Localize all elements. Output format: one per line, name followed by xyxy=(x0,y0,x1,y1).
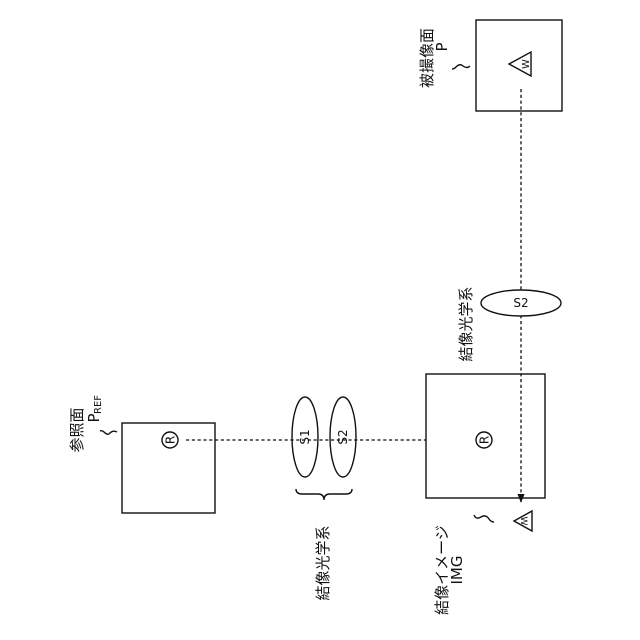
lens-s2-label: S2 xyxy=(336,429,350,444)
optical-system-brace xyxy=(296,489,352,500)
image-w-marker: W xyxy=(514,511,532,531)
rotated-figure: R 参照面 P REF S1 S2 結像光学系 R W 結像イメージ IMG W xyxy=(68,20,562,615)
svg-text:W: W xyxy=(518,517,528,526)
reference-r-label: R xyxy=(164,436,178,444)
reference-plane-label: 参照面 xyxy=(68,407,86,452)
object-plane-box xyxy=(476,20,562,111)
object-plane-label: 被撮像面 xyxy=(418,28,436,88)
image-r-label: R xyxy=(478,436,492,444)
image-leader-line xyxy=(474,515,494,522)
svg-text:W: W xyxy=(521,59,532,69)
image-symbol: IMG xyxy=(448,556,466,585)
object-symbol: P xyxy=(433,42,451,51)
optical-system-left-label: 結像光学系 xyxy=(314,525,332,600)
reference-leader-line xyxy=(100,431,117,435)
lens-s2-object-label: S2 xyxy=(513,296,528,310)
object-leader-line xyxy=(452,65,470,69)
optical-system-right-label: 結像光学系 xyxy=(457,286,475,361)
reference-symbol-sub: REF xyxy=(93,395,104,414)
lens-s1-label: S1 xyxy=(298,429,312,444)
